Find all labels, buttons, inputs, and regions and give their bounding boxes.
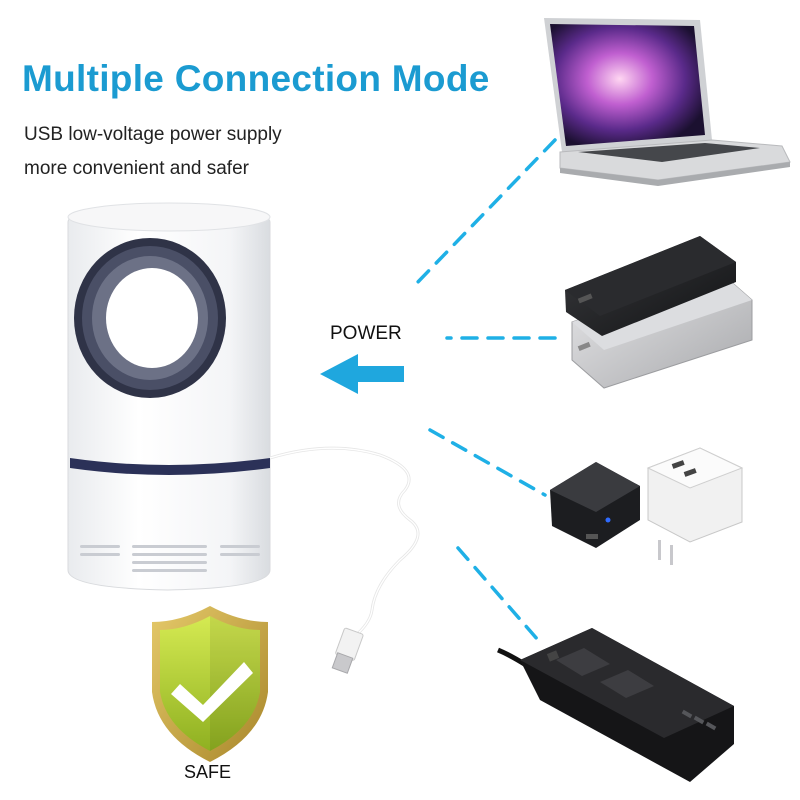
laptop-image <box>544 18 791 186</box>
subtitle-line-2: more convenient and safer <box>24 158 249 179</box>
usb-cable-image <box>269 446 420 674</box>
power-label: POWER <box>330 323 402 344</box>
power-strip-image <box>497 628 734 782</box>
dashed-line-laptop <box>413 138 557 287</box>
safe-label: SAFE <box>184 762 232 782</box>
dashed-line-power-strip <box>456 546 540 642</box>
subtitle-line-1: USB low-voltage power supply <box>24 124 282 145</box>
arrow-left-icon <box>320 354 404 394</box>
wall-adapters-image <box>550 447 744 565</box>
safe-shield-icon <box>152 606 268 762</box>
power-bank-image <box>565 236 753 389</box>
dashed-line-adapters <box>428 428 547 497</box>
headline: Multiple Connection Mode <box>22 58 490 99</box>
mosquito-lamp-image <box>67 202 271 591</box>
